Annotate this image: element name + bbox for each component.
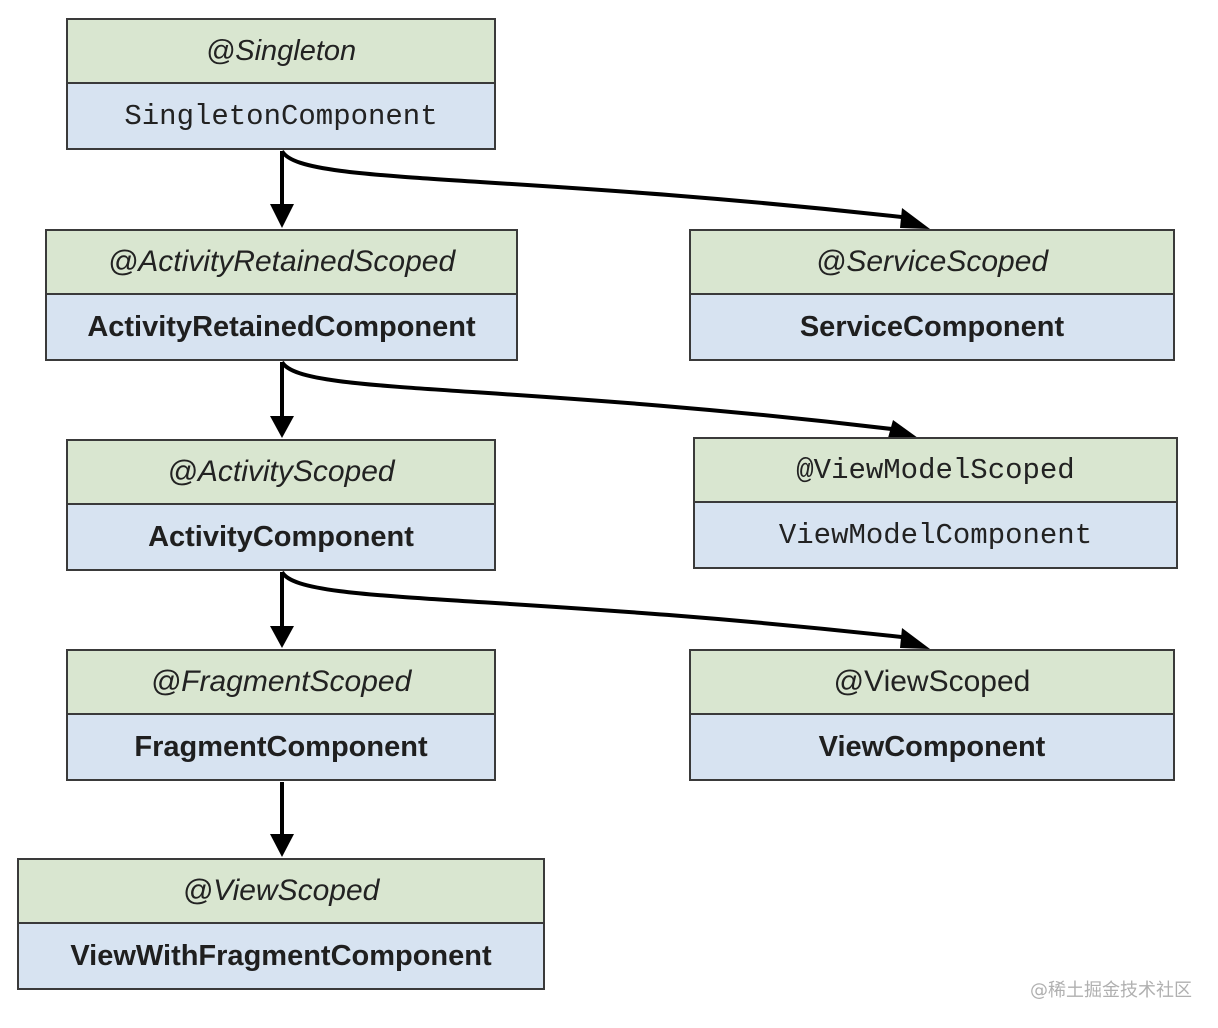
edge-activity-retained-to-view-model [280, 360, 901, 432]
component-label: ViewModelComponent [778, 518, 1093, 552]
scope-label: @ActivityScoped [68, 441, 494, 505]
watermark-text: @稀土掘金技术社区 [1030, 980, 1192, 1001]
node-view-with-fragment-component: @ViewScoped ViewWithFragmentComponent [17, 858, 545, 990]
component-label: SingletonComponent [124, 99, 438, 133]
edge-singleton-to-service [280, 149, 911, 220]
scope-label: @ViewScoped [19, 860, 543, 924]
scope-label: @ActivityRetainedScoped [47, 231, 516, 295]
component-label: FragmentComponent [134, 730, 428, 763]
node-view-model-component: @ViewModelScoped ViewModelComponent [693, 437, 1178, 569]
scope-label: @Singleton [68, 20, 494, 84]
arrowhead-view-model [888, 420, 918, 438]
component-label: ViewWithFragmentComponent [70, 939, 492, 972]
edge-activity-to-view [280, 570, 911, 640]
component-label: ActivityComponent [148, 520, 414, 553]
node-activity-retained-component: @ActivityRetainedScoped ActivityRetained… [45, 229, 518, 361]
node-activity-component: @ActivityScoped ActivityComponent [66, 439, 496, 571]
node-service-component: @ServiceScoped ServiceComponent [689, 229, 1175, 361]
scope-label: @ServiceScoped [691, 231, 1173, 295]
scope-label: @FragmentScoped [68, 651, 494, 715]
component-label: ViewComponent [818, 730, 1046, 763]
scope-label: @ViewModelScoped [695, 439, 1176, 503]
arrowhead-view-with-fragment [270, 834, 294, 857]
component-label: ActivityRetainedComponent [87, 310, 476, 343]
node-fragment-component: @FragmentScoped FragmentComponent [66, 649, 496, 781]
component-label: ServiceComponent [799, 310, 1065, 343]
arrowhead-service [900, 208, 930, 229]
node-singleton-component: @Singleton SingletonComponent [66, 18, 496, 150]
arrowhead-activity-retained [270, 204, 294, 228]
arrowhead-activity [270, 416, 294, 438]
arrowhead-view [900, 628, 930, 649]
node-view-component: @ViewScoped ViewComponent [689, 649, 1175, 781]
arrowhead-fragment [270, 626, 294, 648]
scope-label: @ViewScoped [691, 651, 1173, 715]
